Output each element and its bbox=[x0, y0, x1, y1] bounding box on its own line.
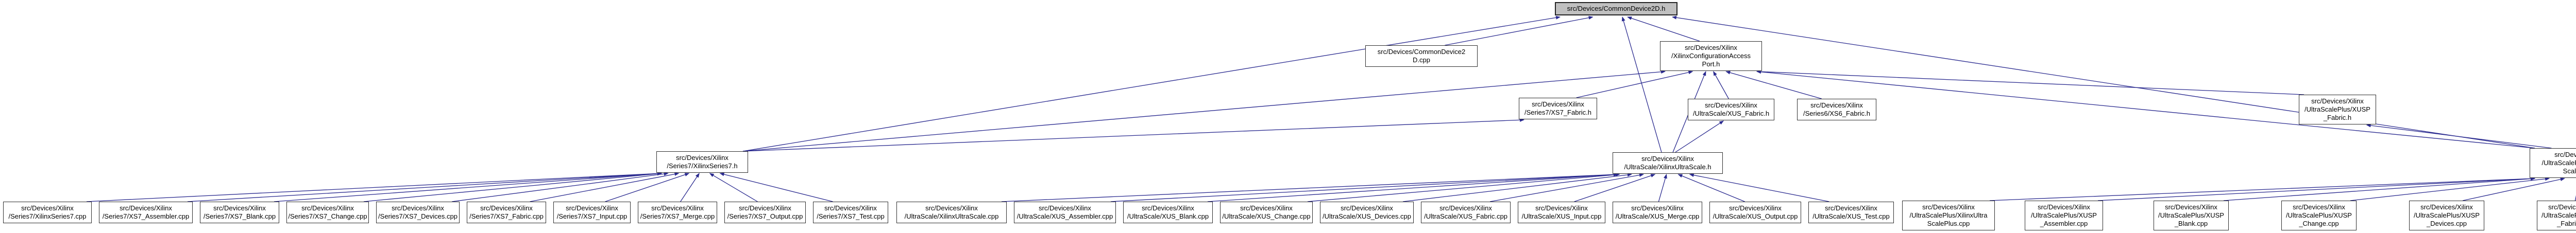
node-xus_input[interactable]: src/Devices/Xilinx /UltraScale/XUS_Input… bbox=[1518, 202, 1605, 223]
node-xs7_assembler[interactable]: src/Devices/Xilinx /Series7/XS7_Assemble… bbox=[99, 202, 193, 223]
node-xusp_change[interactable]: src/Devices/Xilinx /UltraScalePlus/XUSP … bbox=[2281, 201, 2357, 230]
node-xs7_merge[interactable]: src/Devices/Xilinx /Series7/XS7_Merge.cp… bbox=[638, 202, 717, 223]
node-xus_fabric_cpp[interactable]: src/Devices/Xilinx /UltraScale/XUS_Fabri… bbox=[1421, 202, 1511, 223]
node-xs7_change[interactable]: src/Devices/Xilinx /Series7/XS7_Change.c… bbox=[286, 202, 369, 223]
node-xs7_cpp[interactable]: src/Devices/Xilinx /Series7/XilinxSeries… bbox=[3, 202, 92, 223]
node-common_cpp[interactable]: src/Devices/CommonDevice2 D.cpp bbox=[1365, 45, 1478, 67]
node-xus_blank[interactable]: src/Devices/Xilinx /UltraScale/XUS_Blank… bbox=[1123, 202, 1213, 223]
node-xusp_devices[interactable]: src/Devices/Xilinx /UltraScalePlus/XUSP … bbox=[2409, 201, 2484, 230]
node-xus_devices[interactable]: src/Devices/Xilinx /UltraScale/XUS_Devic… bbox=[1320, 202, 1414, 223]
node-xusp_blank[interactable]: src/Devices/Xilinx /UltraScalePlus/XUSP … bbox=[2154, 201, 2229, 230]
node-xs7_fabric_cpp[interactable]: src/Devices/Xilinx /Series7/XS7_Fabric.c… bbox=[467, 202, 546, 223]
node-xus_cpp[interactable]: src/Devices/Xilinx /UltraScale/XilinxUlt… bbox=[896, 202, 1007, 223]
node-xusp_fabric_cpp[interactable]: src/Devices/Xilinx /UltraScalePlus/XUSP … bbox=[2537, 201, 2576, 230]
node-xs7_h[interactable]: src/Devices/Xilinx /Series7/XilinxSeries… bbox=[656, 151, 748, 173]
node-xs6_fabric_h[interactable]: src/Devices/Xilinx /Series6/XS6_Fabric.h bbox=[1797, 99, 1876, 120]
node-xs7_input[interactable]: src/Devices/Xilinx /Series7/XS7_Input.cp… bbox=[553, 202, 631, 223]
node-xus_output[interactable]: src/Devices/Xilinx /UltraScale/XUS_Outpu… bbox=[1709, 202, 1801, 223]
node-xs7_test[interactable]: src/Devices/Xilinx /Series7/XS7_Test.cpp bbox=[813, 202, 888, 223]
node-xusp_cpp[interactable]: src/Devices/Xilinx /UltraScalePlus/Xilin… bbox=[1902, 201, 1995, 230]
node-xs7_devices[interactable]: src/Devices/Xilinx /Series7/XS7_Devices.… bbox=[376, 202, 460, 223]
node-xus_test[interactable]: src/Devices/Xilinx /UltraScale/XUS_Test.… bbox=[1808, 202, 1894, 223]
node-xusp_assembler[interactable]: src/Devices/Xilinx /UltraScalePlus/XUSP … bbox=[2025, 201, 2103, 230]
node-xusp_h[interactable]: src/Devices/Xilinx /UltraScalePlus/Xilin… bbox=[2530, 148, 2576, 178]
node-xus_change[interactable]: src/Devices/Xilinx /UltraScale/XUS_Chang… bbox=[1220, 202, 1313, 223]
node-xusp_fabric_h[interactable]: src/Devices/Xilinx /UltraScalePlus/XUSP … bbox=[2299, 95, 2376, 124]
node-xus_assembler[interactable]: src/Devices/Xilinx /UltraScale/XUS_Assem… bbox=[1014, 202, 1116, 223]
node-xs7_output[interactable]: src/Devices/Xilinx /Series7/XS7_Output.c… bbox=[724, 202, 806, 223]
node-common_h: src/Devices/CommonDevice2D.h bbox=[1555, 2, 1677, 15]
node-xs7_fabric_h[interactable]: src/Devices/Xilinx /Series7/XS7_Fabric.h bbox=[1519, 98, 1597, 119]
node-xs7_blank[interactable]: src/Devices/Xilinx /Series7/XS7_Blank.cp… bbox=[200, 202, 279, 223]
node-xus_merge[interactable]: src/Devices/Xilinx /UltraScale/XUS_Merge… bbox=[1613, 202, 1702, 223]
node-xus_h[interactable]: src/Devices/Xilinx /UltraScale/XilinxUlt… bbox=[1613, 152, 1723, 174]
node-xcap_h[interactable]: src/Devices/Xilinx /XilinxConfigurationA… bbox=[1660, 41, 1762, 71]
node-xus_fabric_h[interactable]: src/Devices/Xilinx /UltraScale/XUS_Fabri… bbox=[1688, 99, 1774, 120]
